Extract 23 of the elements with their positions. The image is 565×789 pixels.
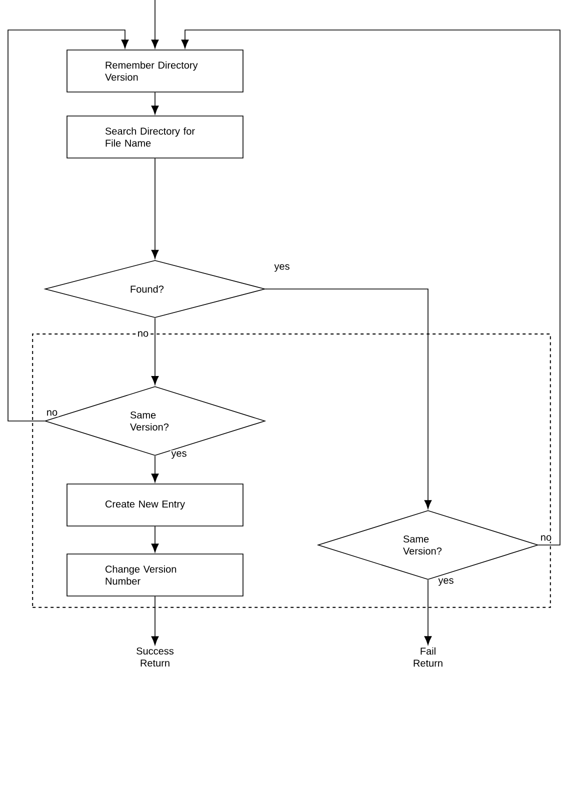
- arrow: [151, 456, 159, 482]
- arrow: [151, 92, 159, 114]
- arrow: [151, 596, 159, 646]
- arrow: [151, 158, 159, 259]
- edge-label: no: [136, 330, 150, 338]
- terminal-text: Fail Return: [414, 647, 442, 667]
- arrow: [151, 526, 159, 552]
- process-box: Remember Directory Version: [66, 50, 244, 92]
- edge-label: no: [45, 409, 59, 417]
- arrow: [151, 0, 159, 48]
- arrow: [151, 318, 159, 385]
- arrow: [265, 288, 432, 509]
- arrow: [424, 580, 432, 645]
- edge-label: yes: [170, 450, 188, 460]
- arrow: [181, 30, 560, 546]
- edge-label: yes: [273, 263, 291, 273]
- process-box: Search Directory for File Name: [66, 116, 244, 158]
- process-box: Create New Entry: [66, 484, 244, 526]
- terminal-text: Success Return: [136, 647, 174, 667]
- edge-label: yes: [437, 577, 455, 587]
- arrow: [8, 30, 129, 422]
- process-box: Change Version Number: [66, 554, 244, 596]
- edge-label: no: [539, 534, 553, 542]
